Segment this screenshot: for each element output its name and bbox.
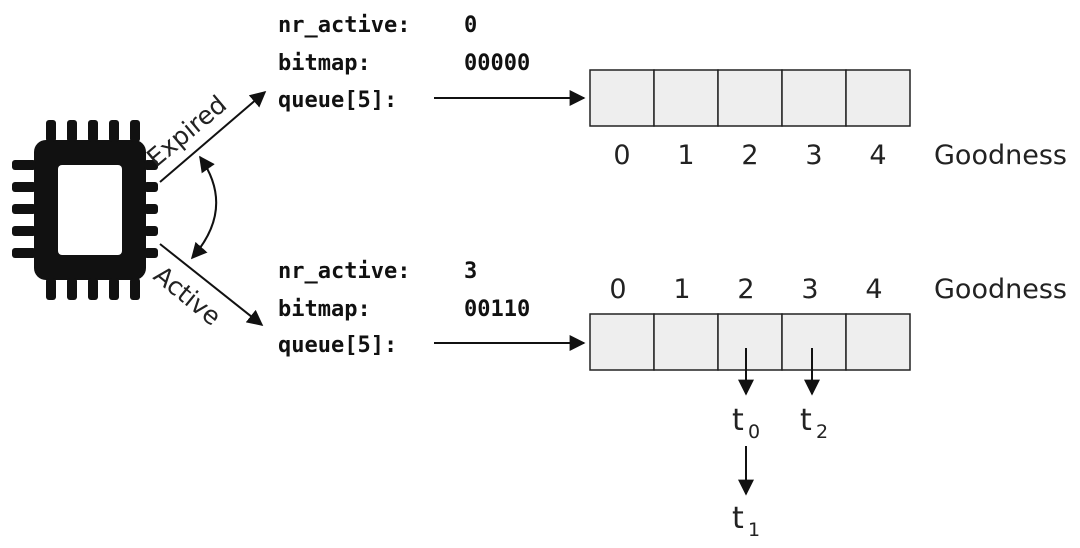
expired-queue-label: queue[5]:	[278, 88, 397, 113]
expired-nr-active-value: 0	[464, 13, 477, 38]
active-queue-cell-1	[653, 313, 719, 371]
task-t1-base: t	[732, 501, 744, 536]
active-pointer-arrow	[159, 243, 264, 326]
expired-index-2: 2	[741, 140, 758, 171]
task-t2-sub: 2	[816, 421, 828, 443]
active-struct: nr_active: 3 bitmap: 00110 queue[5]:	[278, 259, 530, 358]
expired-bitmap-value: 00000	[464, 51, 530, 76]
expired-index-1: 1	[677, 140, 694, 171]
active-queue-cell-0	[589, 313, 655, 371]
task-t2: t 2	[800, 403, 828, 443]
cpu-chip-icon	[12, 120, 158, 300]
expired-queue-array	[589, 69, 911, 127]
active-index-0: 0	[609, 274, 626, 305]
task-t0-base: t	[732, 403, 744, 438]
active-index-4: 4	[865, 274, 882, 305]
expired-queue-cell-2	[717, 69, 783, 127]
active-queue-cell-4	[845, 313, 911, 371]
expired-queue-cell-0	[589, 69, 655, 127]
expired-queue-cell-3	[781, 69, 847, 127]
active-queue-label: queue[5]:	[278, 333, 397, 358]
active-bitmap-label: bitmap:	[278, 297, 371, 322]
expired-index-0: 0	[613, 140, 630, 171]
active-label: Active	[148, 260, 226, 331]
swap-arrow	[190, 155, 218, 260]
active-index-3: 3	[801, 274, 818, 305]
task-t1-sub: 1	[748, 519, 760, 541]
active-index-1: 1	[673, 274, 690, 305]
expired-index-4: 4	[869, 140, 886, 171]
task-t2-base: t	[800, 403, 812, 438]
expired-queue-cell-4	[845, 69, 911, 127]
active-indices: 0 1 2 3 4	[609, 274, 882, 305]
active-goodness-label: Goodness	[934, 274, 1067, 305]
expired-index-3: 3	[805, 140, 822, 171]
expired-nr-active-label: nr_active:	[278, 13, 410, 38]
task-t1: t 1	[732, 501, 760, 541]
expired-indices: 0 1 2 3 4	[613, 140, 886, 171]
active-bitmap-value: 00110	[464, 297, 530, 322]
task-t0: t 0	[732, 403, 760, 443]
expired-struct: nr_active: 0 bitmap: 00000 queue[5]:	[278, 13, 530, 113]
active-queue-cell-2	[717, 313, 783, 371]
expired-queue-cell-1	[653, 69, 719, 127]
expired-goodness-label: Goodness	[934, 140, 1067, 171]
expired-bitmap-label: bitmap:	[278, 51, 371, 76]
active-index-2: 2	[737, 274, 754, 305]
active-nr-active-value: 3	[464, 259, 477, 284]
task-t0-sub: 0	[748, 421, 760, 443]
active-queue-array	[589, 313, 911, 371]
active-queue-cell-3	[781, 313, 847, 371]
expired-pointer-arrow	[159, 90, 267, 183]
active-nr-active-label: nr_active:	[278, 259, 410, 284]
